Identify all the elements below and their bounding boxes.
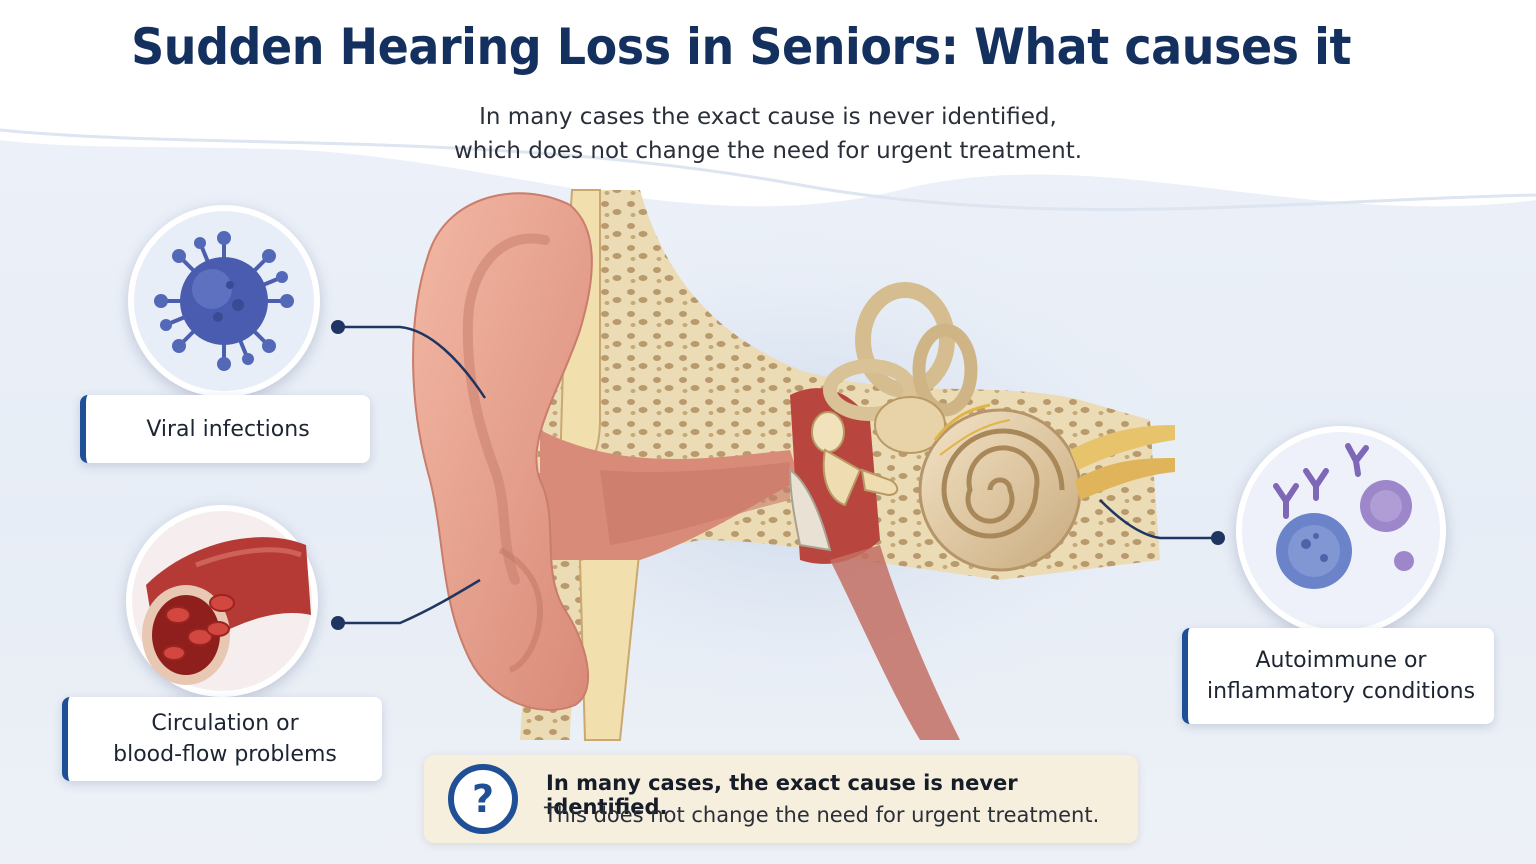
cause-label-viral-infections: Viral infections (80, 395, 370, 463)
question-mark-icon: ? (448, 764, 518, 834)
immune-cells-circle (1236, 426, 1446, 636)
cause-label-circulation: Circulation or blood-flow problems (62, 697, 382, 781)
cause-label-line: inflammatory conditions (1206, 679, 1476, 704)
cause-label-line: Viral infections (146, 416, 310, 442)
cause-label-line: Circulation or (151, 711, 299, 736)
subtitle-line-1: In many cases the exact cause is never i… (479, 104, 1057, 130)
note-line-1: In many cases, the exact cause is never … (546, 771, 1018, 819)
virus-circle (128, 205, 320, 397)
subtitle: In many cases the exact cause is never i… (0, 100, 1536, 168)
connector-lines (331, 320, 1225, 630)
virus-icon (134, 211, 314, 391)
blood-vessel-icon (132, 511, 312, 691)
note-line-2: This does not change the need for urgent… (544, 803, 1100, 827)
subtitle-line-2: which does not change the need for urgen… (453, 138, 1083, 164)
immune-cells-icon (1242, 432, 1440, 630)
cause-label-line: Autoimmune or (1255, 648, 1427, 673)
note-box: ? In many cases, the exact cause is neve… (424, 755, 1138, 843)
blood-vessel-circle (126, 505, 318, 697)
page-title: Sudden Hearing Loss in Seniors: What cau… (131, 18, 1351, 76)
cause-label-line: blood-flow problems (113, 742, 337, 767)
cause-label-autoimmune: Autoimmune or inflammatory conditions (1182, 628, 1494, 724)
